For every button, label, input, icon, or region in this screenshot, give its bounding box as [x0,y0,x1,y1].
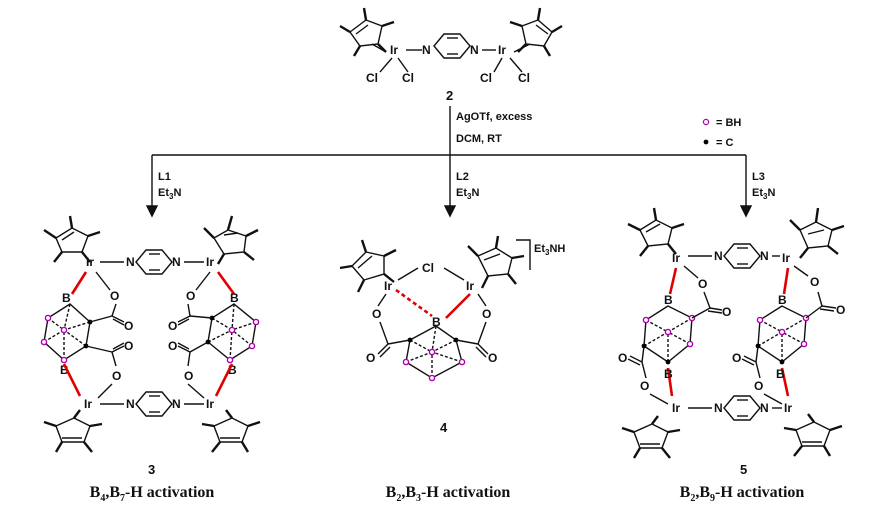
iridium-label: Ir [466,279,474,293]
iridium-label: Ir [86,255,94,269]
pyrazine-ring [433,33,471,59]
boron-label: B [778,293,787,307]
iridium-label: Ir [782,251,790,265]
oxygen-label: O [732,351,741,365]
legend: = BH = C [702,117,741,149]
legend-c-label: = C [716,137,733,149]
nitrogen-label: N [126,397,135,411]
nitrogen-label: N [172,255,181,269]
product-3: Ir Ir N N O O B B O O O [40,215,261,477]
chloride-label: Cl [366,71,378,85]
carborane-cage [755,305,810,365]
compound-number: 2 [446,88,453,103]
oxygen-label: O [168,319,177,333]
nitrogen-label: N [760,249,769,263]
c-marker [703,139,709,145]
nitrogen-label: N [126,255,135,269]
iridium-label: Ir [390,43,398,57]
iridium-label: Ir [498,43,506,57]
oxygen-label: O [124,339,133,353]
product-5: Ir Ir N N O O B B O O O [618,207,845,477]
oxygen-label: O [112,369,121,383]
reagent-label: AgOTf, excess [456,111,532,123]
carborane-cage [641,305,696,365]
boron-label: B [432,315,441,329]
oxygen-label: O [722,305,731,319]
base-label: Et3N [752,187,775,201]
compound-number: 3 [148,462,155,477]
iridium-label: Ir [384,279,392,293]
iridium-label: Ir [206,397,214,411]
nitrogen-label: N [172,397,181,411]
carborane-cage [40,303,93,364]
carborane-cage [205,303,260,364]
legend-bh-label: = BH [716,117,741,129]
iridium-label: Ir [84,397,92,411]
boron-label: B [228,363,237,377]
oxygen-label: O [168,339,177,353]
nitrogen-label: N [760,401,769,415]
oxygen-label: O [110,289,119,303]
caption-product-5: B2,B9-H activation [679,484,805,505]
oxygen-label: O [754,379,763,393]
nitrogen-label: N [422,43,431,57]
base-label: Et3N [158,187,181,201]
carborane-cage [402,325,466,382]
base-label: Et3N [456,187,479,201]
oxygen-label: O [366,351,375,365]
boron-label: B [664,367,673,381]
chloride-label: Cl [480,71,492,85]
cp-star-ring [339,7,395,57]
product-4: Et3NH Ir Ir Cl B O O O O 4 [339,235,565,435]
oxygen-label: O [698,277,707,291]
nitrogen-label: N [470,43,479,57]
iridium-label: Ir [672,251,680,265]
counterion-label: Et3NH [534,243,565,257]
compound-2: Ir Cl Cl N N Ir Cl Cl 2 [339,7,563,103]
oxygen-label: O [640,379,649,393]
boron-label: B [664,293,673,307]
oxygen-label: O [184,369,193,383]
caption-product-4: B2,B3-H activation [385,484,511,505]
oxygen-label: O [836,303,845,317]
pyrazine-ring [723,243,761,269]
chloride-label: Cl [402,71,414,85]
bh-marker [702,118,710,126]
boron-label: B [60,363,69,377]
nitrogen-label: N [714,249,723,263]
boron-label: B [776,367,785,381]
iridium-label: Ir [784,401,792,415]
cp-star-ring [509,7,563,57]
compound-number: 4 [440,420,448,435]
caption-product-3: B4,B7-H activation [89,484,215,505]
ligand-label: L3 [752,171,765,183]
iridium-label: Ir [206,255,214,269]
pyrazine-ring [135,249,173,275]
nitrogen-label: N [714,401,723,415]
condition-label: DCM, RT [456,133,502,145]
oxygen-label: O [124,319,133,333]
oxygen-label: O [488,351,497,365]
ligand-label: L2 [456,171,469,183]
chloride-label: Cl [422,261,434,275]
pyrazine-ring [135,391,173,417]
reaction-arrows [145,106,753,218]
chloride-label: Cl [518,71,530,85]
oxygen-label: O [810,275,819,289]
iridium-label: Ir [672,401,680,415]
pyrazine-ring [723,395,761,421]
oxygen-label: O [618,351,627,365]
oxygen-label: O [186,289,195,303]
boron-label: B [62,291,71,305]
ligand-label: L1 [158,171,171,183]
boron-label: B [230,291,239,305]
oxygen-label: O [482,307,491,321]
oxygen-label: O [372,307,381,321]
compound-number: 5 [740,462,747,477]
